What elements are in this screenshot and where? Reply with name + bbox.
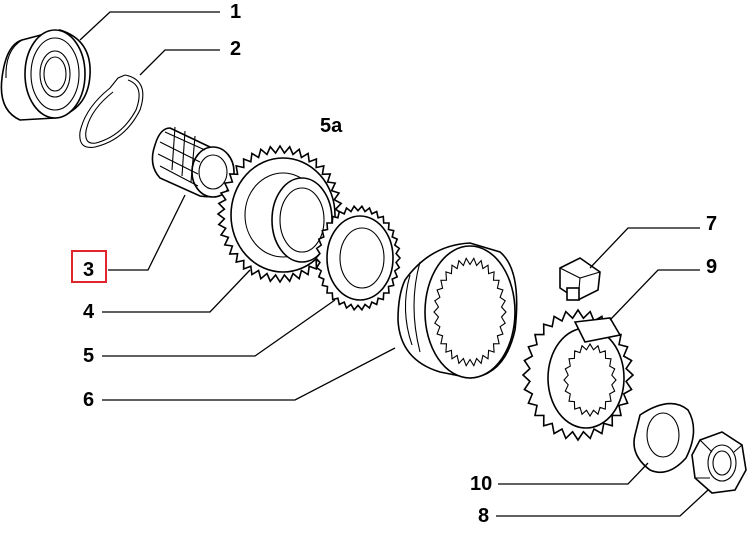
part-5-synchro-ring[interactable] <box>314 204 402 312</box>
label-6: 6 <box>83 389 94 411</box>
part-1-bearing[interactable] <box>0 29 91 121</box>
label-5a: 5a <box>320 115 343 137</box>
part-6-sliding-sleeve[interactable] <box>397 242 518 379</box>
leader-lines <box>79 11 709 517</box>
label-8: 8 <box>478 505 489 527</box>
part-8-nut[interactable] <box>691 431 747 494</box>
label-10: 10 <box>470 473 492 495</box>
label-3: 3 <box>83 259 94 281</box>
label-3-highlight-box <box>71 250 107 283</box>
label-4: 4 <box>83 301 95 323</box>
label-7: 7 <box>706 213 717 235</box>
part-3-needle-cage[interactable] <box>151 126 235 198</box>
label-1: 1 <box>230 1 241 23</box>
part-9-synchro-hub[interactable] <box>521 308 635 442</box>
part-4-gear[interactable] <box>216 144 344 284</box>
label-2: 2 <box>230 38 241 60</box>
part-10-washer[interactable] <box>633 402 695 474</box>
part-2-snap-ring[interactable] <box>79 74 144 148</box>
label-9: 9 <box>706 256 717 278</box>
part-7-key-pad[interactable] <box>559 257 601 301</box>
label-5: 5 <box>83 345 94 367</box>
